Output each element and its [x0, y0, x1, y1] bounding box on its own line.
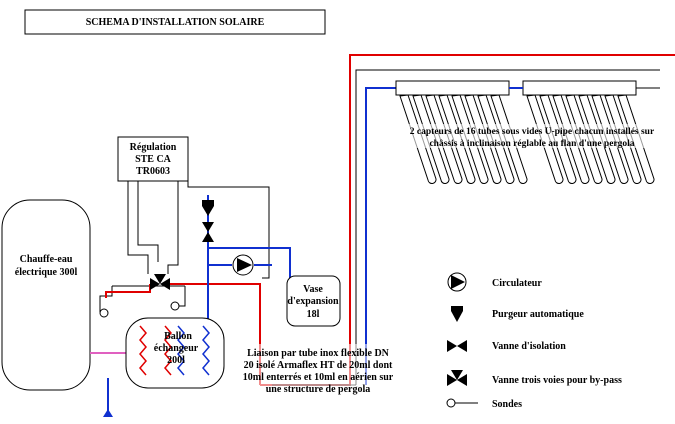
chauffe-eau-label-2: électrique 300l	[15, 267, 78, 278]
legend-circulateur-label: Circulateur	[492, 278, 542, 289]
liaison-text-4: une structure de pergola	[266, 384, 371, 395]
regulation-label-2: STE CA	[135, 154, 172, 165]
regulation-label-1: Régulation	[130, 142, 177, 153]
ballon-echangeur	[125, 317, 225, 389]
legend-sondes-label: Sondes	[492, 399, 522, 410]
ballon-label-3: 200l	[167, 355, 185, 366]
liaison-text-bg	[238, 344, 400, 396]
chauffe-eau-label-1: Chauffe-eau	[20, 254, 73, 265]
legend-vanne-trois-voies-icon	[447, 370, 467, 386]
legend-vanne-isolation-icon	[447, 340, 467, 352]
legend: Circulateur Purgeur automatique Vanne d'…	[446, 272, 622, 410]
vase-label-1: Vase	[303, 284, 323, 295]
ballon-label-1: Ballon	[164, 331, 192, 342]
vase-label-3: 18l	[307, 309, 320, 320]
ballon-label-2: échangeur	[154, 343, 199, 354]
purgeur-automatique	[202, 200, 214, 216]
chauffe-eau-tank	[1, 199, 91, 391]
sonde-ballon-left	[99, 308, 109, 318]
three-way-valve	[150, 274, 170, 290]
title-box	[24, 9, 326, 35]
legend-vanne-trois-voies-label: Vanne trois voies pour by-pass	[492, 375, 622, 386]
legend-circulateur-icon	[447, 272, 467, 292]
capteurs-text-bg	[390, 124, 675, 148]
liaison-text-3: 10ml enterrés et 10ml en aérien sur	[243, 372, 394, 383]
vase-label-2: d'expansion	[287, 296, 339, 307]
vase-expansion	[286, 275, 341, 327]
liaison-text-1: Liaison par tube inox flexible DN	[247, 348, 390, 359]
legend-purgeur-label: Purgeur automatique	[492, 309, 584, 320]
diagram-title: SCHEMA D'INSTALLATION SOLAIRE	[86, 17, 265, 28]
legend-vanne-isolation-label: Vanne d'isolation	[492, 341, 566, 352]
isolation-valve	[202, 222, 214, 242]
cold-inlet-arrow	[103, 409, 113, 417]
capteurs-text-2: châssis à inclinaison réglable au flan d…	[429, 139, 634, 149]
legend-purgeur-icon	[451, 306, 463, 322]
regulation-label-3: TR0603	[136, 166, 170, 177]
circulateur	[232, 254, 254, 276]
capteurs-text-1: 2 capteurs de 16 tubes sous vides U-pipe…	[410, 127, 655, 137]
liaison-text-2: 20 isolé Armaflex HT de 20ml dont	[244, 360, 393, 371]
regulation-box	[117, 136, 189, 182]
legend-sondes-icon	[446, 398, 478, 408]
ballon-coil	[139, 325, 210, 376]
sonde-ballon-top	[170, 301, 180, 311]
